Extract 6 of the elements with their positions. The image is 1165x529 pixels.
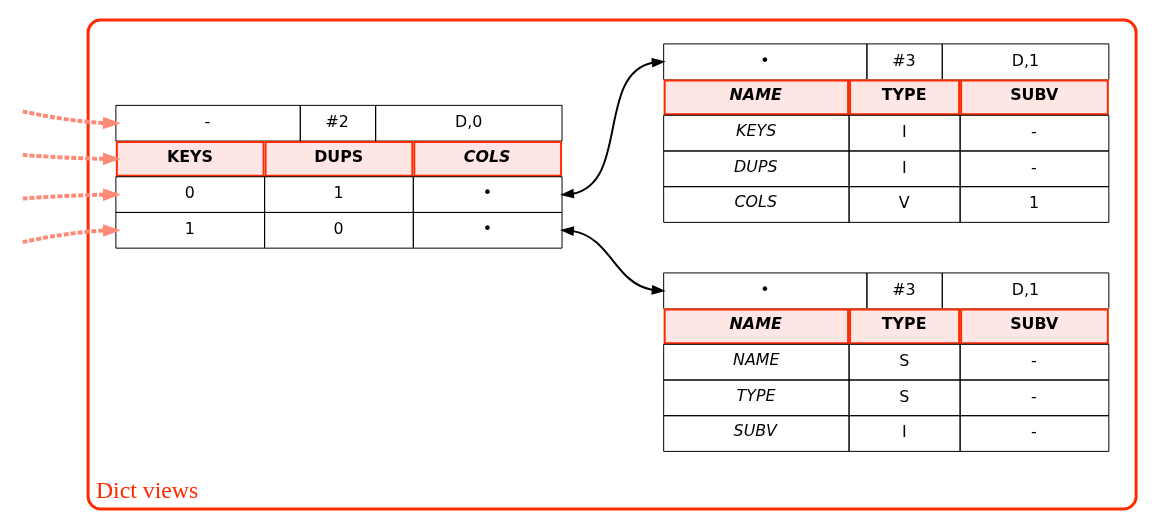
arrow: [559, 226, 666, 295]
arrow: [559, 57, 666, 199]
arrow: [22, 188, 121, 201]
arrow: [22, 152, 121, 166]
arrow: [21, 109, 121, 130]
arrow: [21, 224, 121, 245]
